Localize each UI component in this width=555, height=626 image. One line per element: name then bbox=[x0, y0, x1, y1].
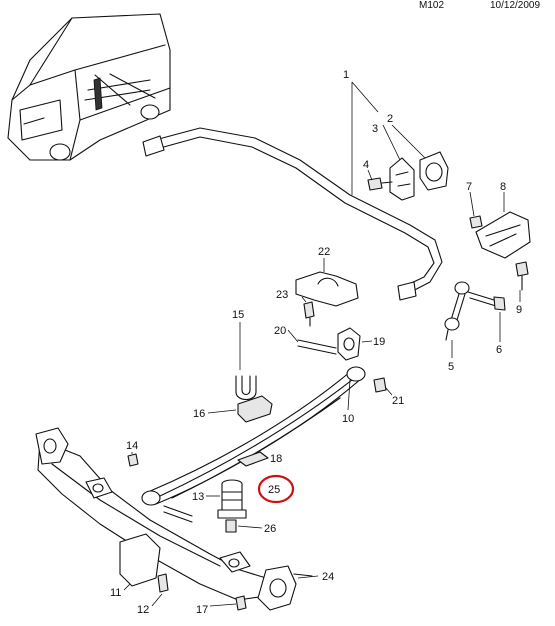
callout-7: 7 bbox=[466, 181, 472, 193]
callout-18: 18 bbox=[270, 453, 282, 465]
stabilizer-bush-and-clamp bbox=[367, 151, 449, 201]
leader-lines bbox=[123, 81, 521, 607]
callout-2: 2 bbox=[387, 113, 393, 125]
callout-13: 13 bbox=[192, 491, 204, 503]
callout-16: 16 bbox=[193, 408, 205, 420]
callout-23: 23 bbox=[276, 289, 288, 301]
u-bolt-and-plates bbox=[235, 375, 273, 467]
callout-4: 4 bbox=[363, 159, 369, 171]
callout-24: 24 bbox=[322, 571, 334, 583]
rear-axle-beam bbox=[35, 427, 313, 611]
callout-10: 10 bbox=[342, 413, 354, 425]
callout-20: 20 bbox=[274, 325, 286, 337]
callout-19: 19 bbox=[373, 336, 385, 348]
callout-labels: 1 2 3 4 7 8 22 23 9 15 20 19 6 5 21 16 1… bbox=[110, 69, 522, 616]
callout-9: 9 bbox=[516, 304, 522, 316]
callout-22: 22 bbox=[318, 246, 330, 258]
callout-6: 6 bbox=[496, 344, 502, 356]
callout-25: 25 bbox=[268, 484, 280, 496]
stabilizer-link-and-bracket bbox=[444, 211, 531, 341]
callout-5: 5 bbox=[448, 361, 454, 373]
upper-mounting-bracket bbox=[295, 271, 359, 327]
callout-14: 14 bbox=[126, 440, 138, 452]
callout-26: 26 bbox=[264, 523, 276, 535]
van-thumbnail bbox=[7, 13, 171, 161]
callout-8: 8 bbox=[500, 181, 506, 193]
anti-roll-bar bbox=[142, 127, 443, 301]
diagram-date: 10/12/2009 bbox=[490, 0, 541, 11]
leaf-spring bbox=[141, 366, 366, 506]
bump-stop-assembly bbox=[217, 479, 247, 533]
diagram-code: M102 bbox=[419, 0, 445, 11]
highlight-ring bbox=[257, 474, 295, 504]
callout-17: 17 bbox=[196, 604, 208, 616]
callout-15: 15 bbox=[232, 309, 244, 321]
callout-11: 11 bbox=[110, 587, 121, 599]
callout-12: 12 bbox=[137, 604, 149, 616]
callout-21: 21 bbox=[392, 395, 404, 407]
callout-1: 1 bbox=[343, 69, 349, 81]
callout-3: 3 bbox=[372, 123, 378, 135]
leaf-spring-shackle bbox=[297, 327, 387, 393]
